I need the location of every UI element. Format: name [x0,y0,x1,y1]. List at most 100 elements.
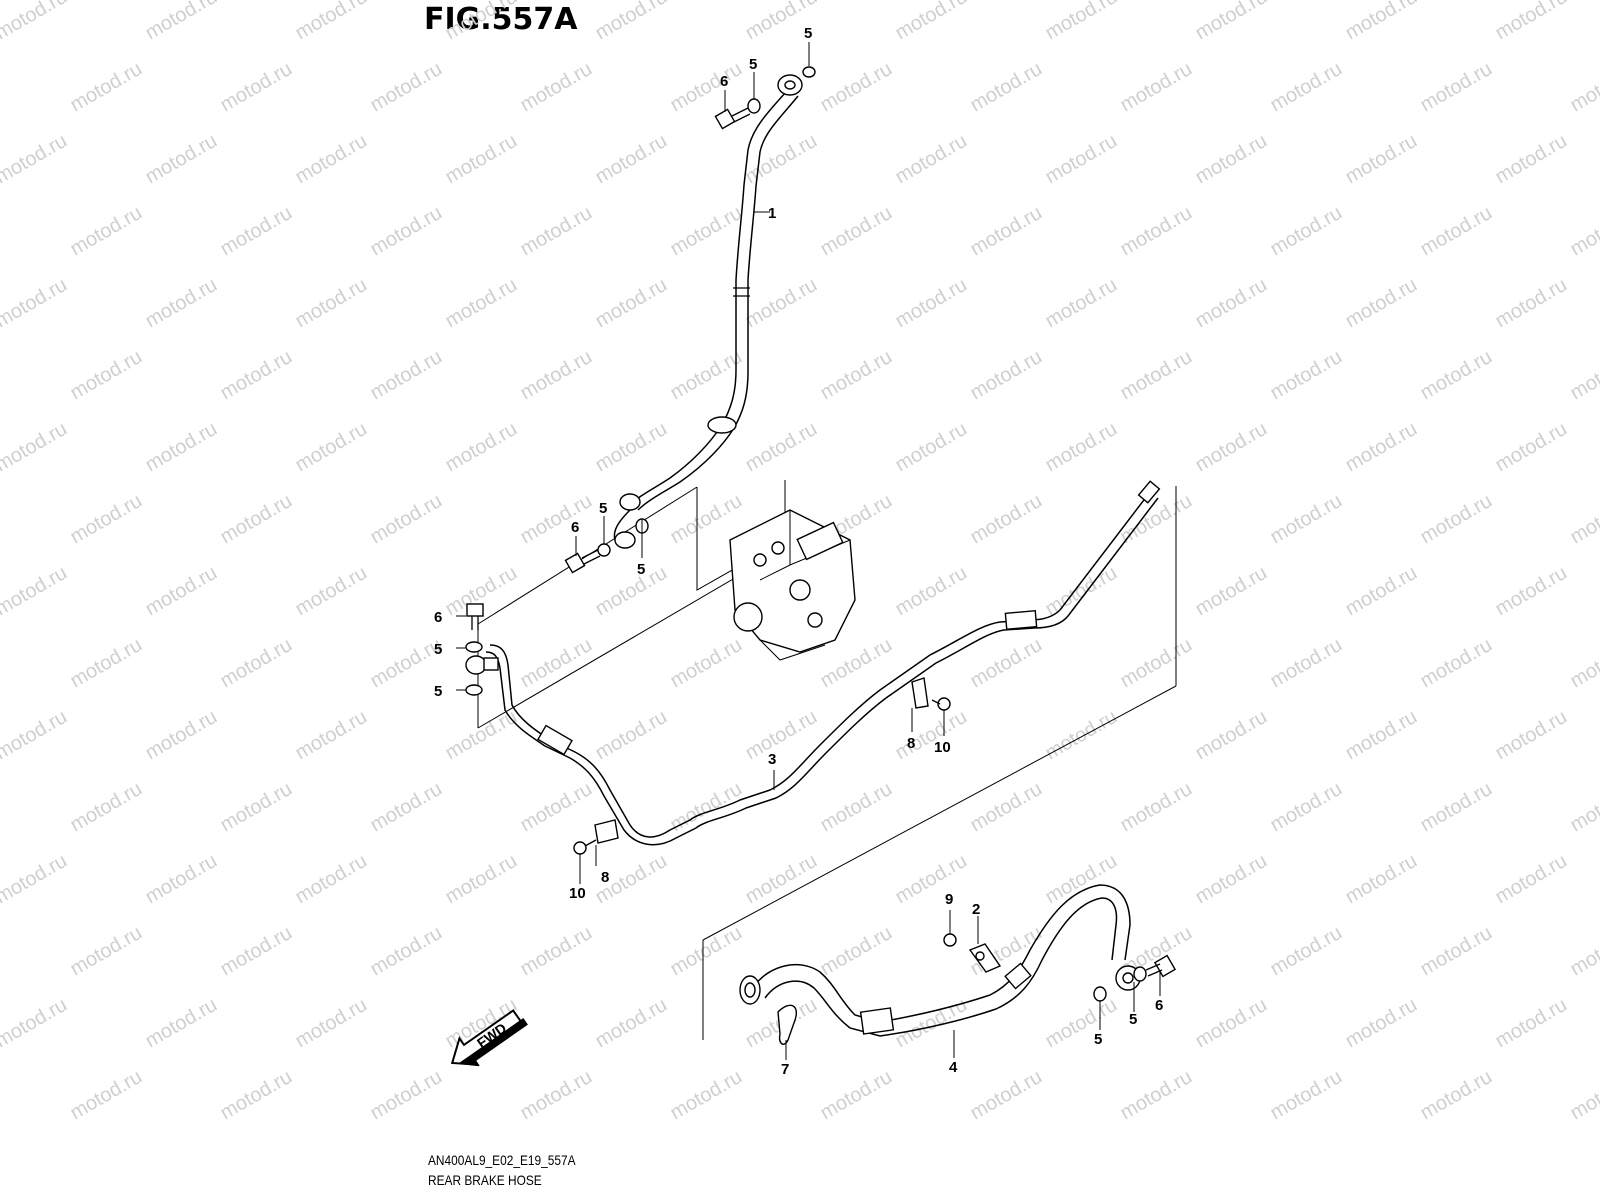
watermark-text: motod.ru [67,490,146,549]
watermark-text: motod.ru [1342,274,1421,333]
watermark-text: motod.ru [667,58,746,117]
watermark-text: motod.ru [892,850,971,909]
callout-4: 4 [949,1059,958,1076]
watermark-text: motod.ru [667,922,746,981]
watermark-text: motod.ru [817,1066,896,1125]
watermark-text: motod.ru [742,850,821,909]
watermark-text: motod.ru [892,0,971,44]
watermark-text: motod.ru [892,706,971,765]
brake-hose-1 [613,74,803,549]
watermark-text: motod.ru [592,418,671,477]
watermark-text: motod.ru [592,0,671,44]
watermark-text: motod.ru [892,562,971,621]
watermark-text: motod.ru [442,850,521,909]
watermark-text: motod.ru [442,130,521,189]
watermark-text: motod.ru [1042,274,1121,333]
bolt-9 [943,933,957,947]
brake-pipe-3 [465,480,1161,846]
washer-mid-2 [597,543,611,557]
watermark-text: motod.ru [1192,274,1271,333]
pipe-fitting-left [465,655,499,675]
watermark-text: motod.ru [292,706,371,765]
watermark-text: motod.ru [0,130,71,189]
callout-5-mid-low: 5 [637,561,645,578]
figure-name: REAR BRAKE HOSE [428,1172,542,1188]
watermark-text: motod.ru [1042,418,1121,477]
watermark-text: motod.ru [1267,490,1346,549]
callout-6-left: 6 [434,609,442,626]
watermark-text: motod.ru [1192,706,1271,765]
watermark-text: motod.ru [1042,562,1121,621]
watermark-text: motod.ru [217,346,296,405]
watermark-text: motod.ru [1417,922,1496,981]
watermark-text: motod.ru [442,418,521,477]
watermark-text: motod.ru [367,58,446,117]
watermark-text: motod.ru [967,490,1046,549]
watermark-text: motod.ru [292,418,371,477]
callout-3: 3 [768,751,776,768]
watermark-text: motod.ru [742,418,821,477]
watermark-text: motod.ru [217,490,296,549]
watermark-text: motod.ru [742,130,821,189]
callout-9: 9 [945,891,953,908]
callout-5-lower-right-2: 5 [1129,1011,1137,1028]
clamp-upper-right [911,677,951,711]
washer-lower-right-1 [1093,986,1107,1002]
callout-7: 7 [781,1061,789,1078]
watermark-text: motod.ru [1417,778,1496,837]
watermark-text: motod.ru [142,850,221,909]
watermark-text: motod.ru [592,274,671,333]
watermark-text: motod.ru [67,778,146,837]
watermark-text: motod.ru [217,778,296,837]
callout-5-top-right: 5 [804,25,812,42]
leader-lines [456,42,1161,1060]
watermark-text: motod.ru [892,130,971,189]
watermark-text: motod.ru [1192,562,1271,621]
watermark-text: motod.ru [1567,490,1600,549]
watermark-text: motod.ru [892,418,971,477]
watermark-text: motod.ru [442,0,521,44]
banjo-bolt-lower-right [1145,954,1177,978]
watermark-text: motod.ru [517,490,596,549]
watermark-text: motod.ru [967,634,1046,693]
watermark-text: motod.ru [1342,418,1421,477]
watermark-text: motod.ru [1492,418,1571,477]
watermark-text: motod.ru [1567,922,1600,981]
watermark-text: motod.ru [1042,706,1121,765]
watermark-text: motod.ru [1567,58,1600,117]
watermark-text: motod.ru [892,274,971,333]
washer-lower-right-2 [1133,966,1147,982]
watermark-text: motod.ru [892,994,971,1053]
watermark-text: motod.ru [1567,634,1600,693]
callout-5-mid: 5 [599,500,607,517]
callout-5-lower-right-1: 5 [1094,1031,1102,1048]
watermark-text: motod.ru [1417,346,1496,405]
banjo-bolt-top [714,107,751,130]
callout-6-top: 6 [720,73,728,90]
watermark-text: motod.ru [1267,922,1346,981]
watermark-text: motod.ru [1117,490,1196,549]
watermark-text: motod.ru [1267,1066,1346,1125]
watermark-text: motod.ru [1417,1066,1496,1125]
watermark-text: motod.ru [517,1066,596,1125]
washer-top-right [802,66,816,78]
watermark-text: motod.ru [967,778,1046,837]
callout-8-upper: 8 [907,735,915,752]
watermark-text: motod.ru [1492,274,1571,333]
watermark-text: motod.ru [142,418,221,477]
watermark-text: motod.ru [67,1066,146,1125]
watermark-text: motod.ru [592,562,671,621]
watermark-text: motod.ru [967,58,1046,117]
watermark-text: motod.ru [367,922,446,981]
watermark-text: motod.ru [1192,130,1271,189]
watermark-text: motod.ru [817,58,896,117]
watermark-text: motod.ru [1492,130,1571,189]
watermark-text: motod.ru [1117,202,1196,261]
watermark-text: motod.ru [367,202,446,261]
watermark-text: motod.ru [217,922,296,981]
watermark-text: motod.ru [142,994,221,1053]
washer-left-upper [465,641,483,653]
callout-5-top: 5 [749,56,757,73]
watermark-text: motod.ru [292,562,371,621]
watermark-text: motod.ru [817,922,896,981]
